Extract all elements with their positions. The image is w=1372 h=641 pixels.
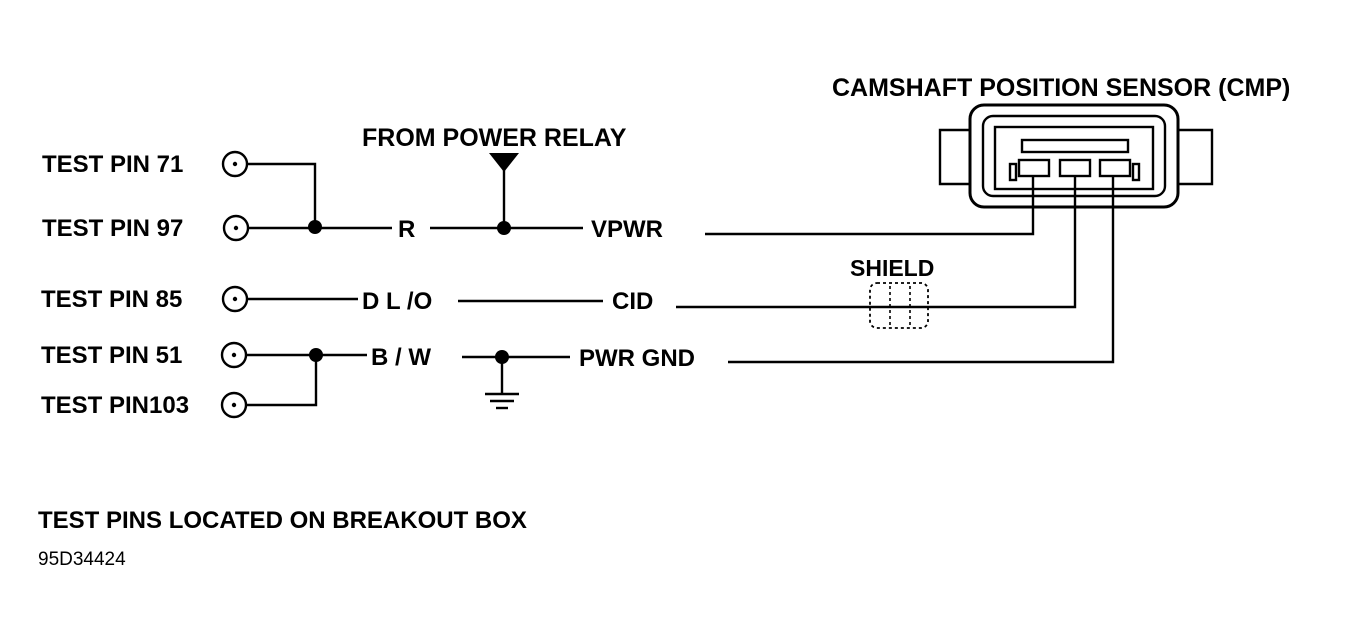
circuit-pwr-gnd-label: PWR GND bbox=[579, 345, 695, 372]
cid-circuit bbox=[247, 176, 1077, 329]
connector-guide-left bbox=[1008, 162, 1018, 182]
shield-symbol bbox=[869, 282, 929, 329]
splice-gnd-ground bbox=[495, 350, 509, 364]
connector-key bbox=[1020, 138, 1130, 154]
wire-cid-to-sensor bbox=[676, 176, 1077, 309]
footnote: TEST PINS LOCATED ON BREAKOUT BOX bbox=[38, 507, 527, 534]
test-pin-85-label: TEST PIN 85 bbox=[41, 286, 182, 313]
socket-pin-85 bbox=[221, 285, 249, 313]
terminal-cid bbox=[1058, 158, 1092, 178]
test-pin-51-label: TEST PIN 51 bbox=[41, 342, 182, 369]
wire-color-dlo: D L /O bbox=[362, 288, 432, 315]
pwr-gnd-circuit bbox=[246, 176, 1115, 410]
wire-pin103-jumper bbox=[246, 355, 318, 407]
test-pin-sockets bbox=[220, 150, 250, 419]
test-pin-103-label: TEST PIN103 bbox=[41, 392, 189, 419]
wire-pin71-jumper bbox=[247, 162, 317, 226]
terminal-vpwr bbox=[1017, 158, 1051, 178]
connector-left-latch bbox=[938, 128, 970, 186]
socket-pin-97 bbox=[222, 214, 250, 242]
wire-color-r: R bbox=[398, 216, 415, 243]
terminal-pwr-gnd bbox=[1098, 158, 1132, 178]
test-pin-97-label: TEST PIN 97 bbox=[42, 215, 183, 242]
circuit-cid-label: CID bbox=[612, 288, 653, 315]
test-pin-71-label: TEST PIN 71 bbox=[42, 151, 183, 178]
power-relay-arrow bbox=[489, 153, 519, 172]
shield-label: SHIELD bbox=[850, 255, 934, 281]
socket-pin-103 bbox=[220, 391, 248, 419]
wire-color-bw: B / W bbox=[371, 344, 431, 371]
socket-pin-51 bbox=[220, 341, 248, 369]
wire-pwr-gnd-to-sensor bbox=[728, 176, 1115, 364]
splice-vpwr-pins bbox=[308, 220, 322, 234]
socket-pin-71 bbox=[221, 150, 249, 178]
vpwr-circuit bbox=[247, 153, 1035, 236]
sensor-title: CAMSHAFT POSITION SENSOR (CMP) bbox=[832, 74, 1290, 102]
figure-code: 95D34424 bbox=[38, 549, 126, 570]
splice-gnd-pins bbox=[309, 348, 323, 362]
wire-vpwr-to-sensor bbox=[705, 176, 1035, 236]
connector-guide-right bbox=[1131, 162, 1141, 182]
circuit-vpwr-label: VPWR bbox=[591, 216, 663, 243]
power-source-label: FROM POWER RELAY bbox=[362, 124, 627, 152]
ground-symbol bbox=[485, 392, 519, 410]
connector-right-latch bbox=[1178, 128, 1214, 186]
splice-vpwr-relay bbox=[497, 221, 511, 235]
